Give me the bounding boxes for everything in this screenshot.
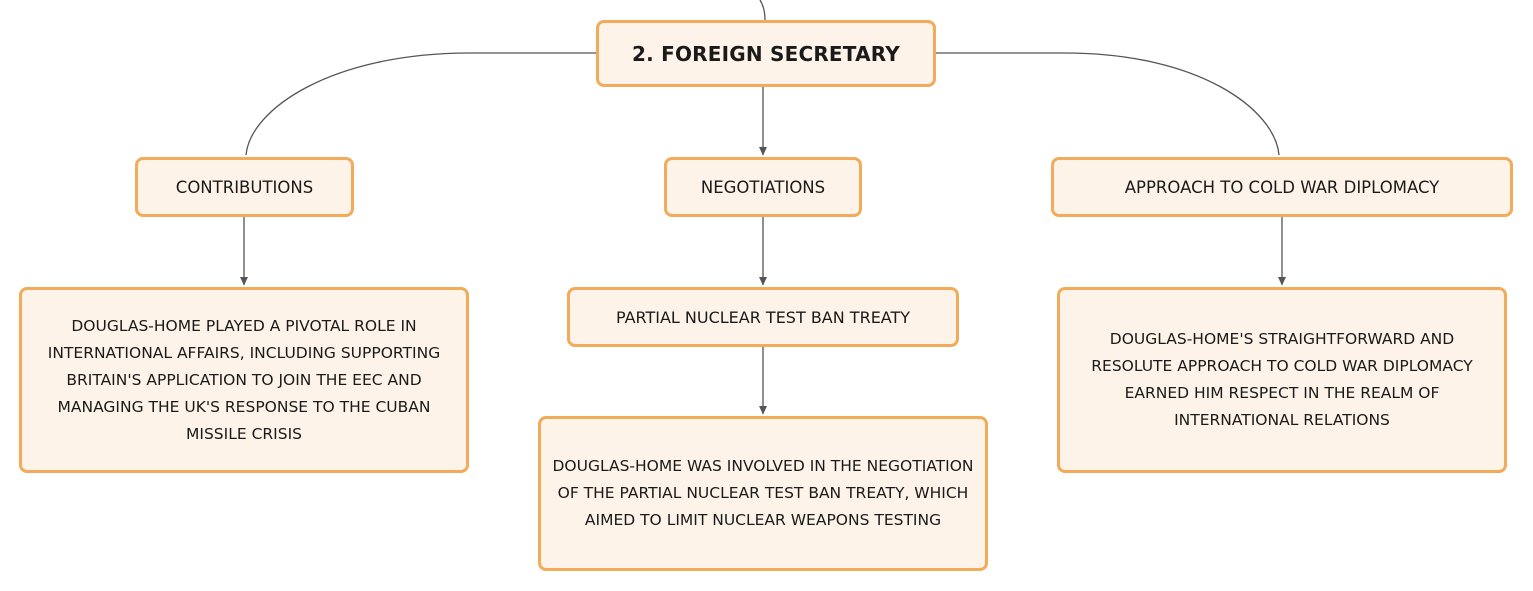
detail-node-negotiations[interactable]: DOUGLAS-HOME WAS INVOLVED IN THE NEGOTIA… [538,416,988,571]
detail-text-contributions: DOUGLAS-HOME PLAYED A PIVOTAL ROLE IN IN… [47,316,441,443]
category-node-cold-war-diplomacy[interactable]: APPROACH TO COLD WAR DIPLOMACY [1051,157,1513,217]
connector-root-to-contributions [245,52,596,156]
detail-node-contributions[interactable]: DOUGLAS-HOME PLAYED A PIVOTAL ROLE IN IN… [19,287,469,473]
root-node-label: 2. FOREIGN SECRETARY [632,41,900,66]
category-node-contributions[interactable]: CONTRIBUTIONS [135,157,354,217]
root-node-foreign-secretary[interactable]: 2. FOREIGN SECRETARY [596,20,936,87]
connector-parent-to-root [759,0,766,21]
category-label-cold-war-diplomacy: APPROACH TO COLD WAR DIPLOMACY [1124,177,1440,197]
detail-node-cold-war-diplomacy[interactable]: DOUGLAS-HOME'S STRAIGHTFORWARD AND RESOL… [1057,287,1507,473]
category-node-negotiations[interactable]: NEGOTIATIONS [664,157,862,217]
detail-text-cold-war-diplomacy: DOUGLAS-HOME'S STRAIGHTFORWARD AND RESOL… [1091,330,1473,429]
subtopic-node-test-ban-treaty[interactable]: PARTIAL NUCLEAR TEST BAN TREATY [567,287,959,347]
category-label-contributions: CONTRIBUTIONS [175,177,314,197]
connector-root-to-cold-war [936,52,1280,156]
detail-text-negotiations: DOUGLAS-HOME WAS INVOLVED IN THE NEGOTIA… [552,457,974,529]
category-label-negotiations: NEGOTIATIONS [700,177,826,197]
subtopic-label-test-ban-treaty: PARTIAL NUCLEAR TEST BAN TREATY [615,307,911,327]
